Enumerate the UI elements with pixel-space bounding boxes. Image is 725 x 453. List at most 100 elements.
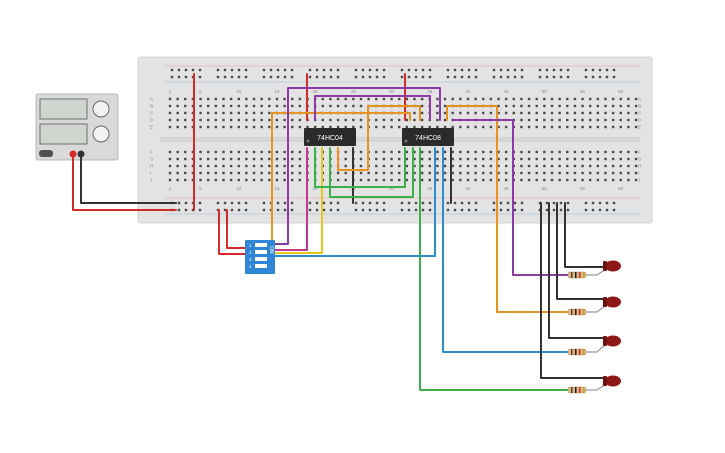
breadboard-hole[interactable] [275, 104, 279, 108]
rail-hole[interactable] [262, 201, 266, 205]
rail-hole[interactable] [329, 208, 333, 212]
breadboard-hole[interactable] [252, 178, 256, 182]
breadboard-hole[interactable] [573, 164, 577, 168]
breadboard-hole[interactable] [581, 125, 584, 129]
rail-hole[interactable] [421, 68, 425, 72]
breadboard-hole[interactable] [436, 171, 439, 175]
rail-hole[interactable] [237, 75, 241, 79]
breadboard-hole[interactable] [489, 164, 493, 168]
breadboard-hole[interactable] [489, 150, 493, 154]
breadboard-hole[interactable] [298, 118, 302, 122]
breadboard-hole[interactable] [581, 171, 584, 175]
rail-hole[interactable] [308, 208, 312, 212]
breadboard-hole[interactable] [611, 104, 615, 108]
breadboard-hole[interactable] [604, 157, 607, 161]
rail-hole[interactable] [329, 75, 333, 79]
breadboard-hole[interactable] [520, 104, 523, 108]
breadboard-hole[interactable] [405, 125, 409, 129]
rail-hole[interactable] [223, 68, 227, 72]
breadboard-hole[interactable] [634, 150, 638, 154]
breadboard-hole[interactable] [443, 150, 447, 154]
breadboard-hole[interactable] [504, 164, 508, 168]
breadboard-hole[interactable] [382, 118, 386, 122]
rail-hole[interactable] [329, 68, 333, 72]
led-1[interactable] [603, 260, 621, 272]
breadboard-hole[interactable] [466, 178, 470, 182]
rail-hole[interactable] [499, 208, 503, 212]
breadboard-hole[interactable] [459, 150, 462, 154]
breadboard-hole[interactable] [627, 104, 630, 108]
breadboard-hole[interactable] [504, 150, 508, 154]
breadboard-hole[interactable] [184, 150, 187, 154]
rail-hole[interactable] [467, 201, 471, 205]
rail-hole[interactable] [414, 75, 418, 79]
breadboard-hole[interactable] [428, 164, 431, 168]
breadboard-hole[interactable] [459, 164, 462, 168]
breadboard-hole[interactable] [191, 111, 195, 115]
breadboard-hole[interactable] [489, 178, 493, 182]
breadboard-hole[interactable] [199, 150, 202, 154]
rail-hole[interactable] [460, 75, 464, 79]
breadboard-hole[interactable] [566, 157, 569, 161]
rail-hole[interactable] [605, 68, 609, 72]
rail-hole[interactable] [520, 68, 524, 72]
breadboard-hole[interactable] [229, 157, 233, 161]
breadboard-hole[interactable] [482, 178, 485, 182]
breadboard-hole[interactable] [214, 125, 218, 129]
rail-hole[interactable] [559, 208, 563, 212]
breadboard-hole[interactable] [398, 118, 401, 122]
rail-hole[interactable] [453, 208, 457, 212]
breadboard-hole[interactable] [619, 97, 622, 101]
breadboard-hole[interactable] [474, 150, 477, 154]
rail-hole[interactable] [368, 208, 372, 212]
breadboard-hole[interactable] [504, 125, 508, 129]
breadboard-hole[interactable] [611, 178, 615, 182]
breadboard-hole[interactable] [252, 171, 256, 175]
breadboard-hole[interactable] [634, 171, 638, 175]
chip-74hc04[interactable]: 74HC04 [304, 128, 356, 146]
breadboard-hole[interactable] [298, 178, 302, 182]
rail-hole[interactable] [177, 68, 181, 72]
breadboard-hole[interactable] [268, 150, 271, 154]
breadboard-hole[interactable] [482, 111, 485, 115]
breadboard-hole[interactable] [428, 157, 431, 161]
rail-hole[interactable] [605, 201, 609, 205]
rail-hole[interactable] [428, 208, 432, 212]
rail-hole[interactable] [499, 201, 503, 205]
breadboard-hole[interactable] [543, 178, 546, 182]
rail-hole[interactable] [538, 75, 542, 79]
breadboard-hole[interactable] [344, 171, 347, 175]
breadboard-hole[interactable] [321, 125, 324, 129]
breadboard-hole[interactable] [283, 118, 286, 122]
breadboard-hole[interactable] [604, 118, 607, 122]
breadboard-hole[interactable] [489, 125, 493, 129]
breadboard-hole[interactable] [520, 157, 523, 161]
breadboard-hole[interactable] [443, 157, 447, 161]
breadboard-hole[interactable] [520, 118, 523, 122]
breadboard-hole[interactable] [275, 150, 279, 154]
breadboard-hole[interactable] [611, 157, 615, 161]
breadboard-hole[interactable] [550, 125, 554, 129]
rail-hole[interactable] [315, 201, 319, 205]
breadboard-hole[interactable] [634, 97, 638, 101]
breadboard-hole[interactable] [550, 111, 554, 115]
rail-hole[interactable] [598, 75, 602, 79]
breadboard-hole[interactable] [619, 178, 622, 182]
breadboard-hole[interactable] [436, 150, 439, 154]
breadboard-hole[interactable] [611, 97, 615, 101]
rail-hole[interactable] [474, 201, 478, 205]
breadboard-hole[interactable] [375, 171, 378, 175]
breadboard-hole[interactable] [222, 125, 225, 129]
rail-hole[interactable] [605, 208, 609, 212]
breadboard-hole[interactable] [627, 111, 630, 115]
breadboard-hole[interactable] [527, 171, 531, 175]
breadboard-hole[interactable] [405, 178, 409, 182]
breadboard-hole[interactable] [459, 125, 462, 129]
breadboard-hole[interactable] [344, 97, 347, 101]
breadboard-hole[interactable] [543, 104, 546, 108]
breadboard-hole[interactable] [329, 125, 332, 129]
breadboard-hole[interactable] [382, 150, 386, 154]
rail-hole[interactable] [191, 68, 195, 72]
rail-hole[interactable] [361, 201, 365, 205]
breadboard-hole[interactable] [451, 150, 454, 154]
